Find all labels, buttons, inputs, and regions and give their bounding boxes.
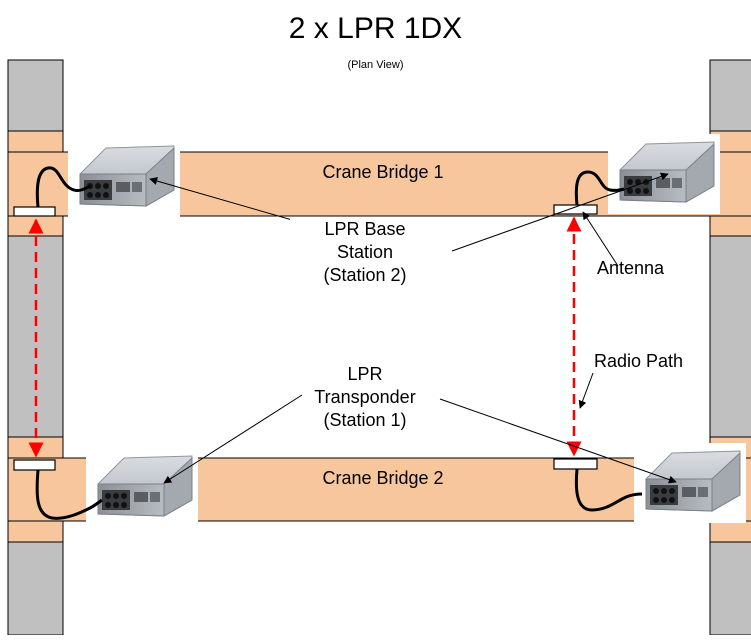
transponder-label: LPR Transponder (Station 1) xyxy=(290,363,440,432)
callout-arrow xyxy=(439,398,677,484)
radio-path-label: Radio Path xyxy=(594,351,684,371)
antenna-cable xyxy=(574,170,625,206)
antenna-label: Antenna xyxy=(597,258,665,278)
callout-arrow xyxy=(582,211,619,267)
antenna-icon xyxy=(13,206,56,217)
antenna-icon xyxy=(553,204,598,215)
callout-arrow xyxy=(578,372,594,409)
transponder-line: (Station 1) xyxy=(323,410,407,430)
radio-unit-icon xyxy=(633,442,747,524)
crane-bridge-1-label: Crane Bridge 1 xyxy=(322,162,444,182)
base-station-label: LPR Base Station (Station 2) xyxy=(290,218,440,287)
antenna-cable xyxy=(35,166,91,208)
antenna-icon xyxy=(13,459,56,471)
base-station-line: LPR Base xyxy=(324,219,406,239)
base-station-line: Station xyxy=(336,242,394,262)
radio-unit-icon xyxy=(67,137,181,219)
antenna-icon xyxy=(553,458,598,470)
diagram-subtitle: (Plan View) xyxy=(347,59,404,71)
radio-unit-icon xyxy=(85,447,199,529)
radio-unit-icon xyxy=(607,133,721,215)
transponder-line: LPR xyxy=(347,364,383,384)
transponder-line: Transponder xyxy=(314,387,416,407)
base-station-line: (Station 2) xyxy=(323,265,407,285)
crane-bridge-2-label: Crane Bridge 2 xyxy=(322,468,444,488)
callout-arrow xyxy=(163,394,303,484)
diagram-title: 2 x LPR 1DX xyxy=(288,12,463,45)
callout-arrow xyxy=(451,172,669,252)
antenna-cable xyxy=(35,469,103,520)
antenna-cable xyxy=(574,468,643,512)
